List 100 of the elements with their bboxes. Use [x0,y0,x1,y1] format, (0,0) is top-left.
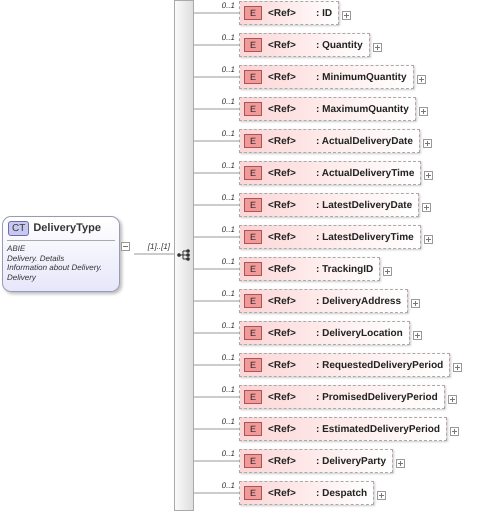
cardinality-label: 0..1 [222,289,235,298]
cardinality-label: 0..1 [222,161,235,170]
cardinality-label: 0..1 [222,129,235,138]
type-badge: CT [8,221,30,236]
element-badge: E [244,38,262,52]
element-badge: E [244,486,262,500]
description-text: Delivery. Details [6,254,66,263]
ref-label: <Ref> [268,8,297,18]
ref-label: <Ref> [268,104,297,114]
element-box [239,353,450,377]
element-box [239,449,394,473]
connector-line [194,44,240,46]
connector-line [194,204,240,206]
element-badge: E [244,358,262,372]
element-box [239,289,408,313]
element-box [239,481,374,505]
element-badge: E [244,166,262,180]
element-box [239,385,445,409]
cardinality-label: 0..1 [222,353,235,362]
connector-line [194,492,240,494]
type-name: DeliveryType [33,222,102,234]
ref-label: <Ref> [268,72,297,82]
cardinality-label: 0..1 [222,65,235,74]
type-box [2,216,120,292]
element-name: : DeliveryParty [316,456,388,466]
element-name: : DeliveryAddress [316,296,402,306]
cardinality-label: 0..1 [222,225,235,234]
ref-label: <Ref> [268,456,297,466]
cardinality-label: 0..1 [222,193,235,202]
cardinality-label: 0..1 [222,417,235,426]
element-box [239,225,421,249]
ref-label: <Ref> [268,136,297,146]
element-box [239,257,380,281]
element-badge: E [244,230,262,244]
element-name: : LatestDeliveryDate [316,200,414,210]
element-box [239,1,340,25]
element-box [239,97,416,121]
element-badge: E [244,294,262,308]
element-name: : MaximumQuantity [316,104,410,114]
cardinality-label: 0..1 [222,257,235,266]
element-badge: E [244,422,262,436]
ref-label: <Ref> [268,232,297,242]
element-badge: E [244,102,262,116]
element-name: : DeliveryLocation [316,328,404,338]
element-box [239,321,410,345]
element-name: : EstimatedDeliveryPeriod [316,424,441,434]
element-box [239,417,447,441]
element-name: : TrackingID [316,264,374,274]
element-name: : ActualDeliveryDate [316,136,414,146]
element-badge: E [244,326,262,340]
ref-label: <Ref> [268,296,297,306]
cardinality-label: 0..1 [222,385,235,394]
description-text: Information about Delivery. Delivery [6,263,104,282]
cardinality-label: 0..1 [222,33,235,42]
ref-label: <Ref> [268,264,297,274]
cardinality-label: 0..1 [222,449,235,458]
connector-line [194,332,240,334]
ref-label: <Ref> [268,168,297,178]
element-name: : Quantity [316,40,364,50]
ref-label: <Ref> [268,200,297,210]
connector-line [194,108,240,110]
element-name: : RequestedDeliveryPeriod [316,360,444,370]
element-box [239,129,420,153]
connector-line [194,140,240,142]
description-text: ABIE [6,244,26,254]
element-box [239,65,414,89]
element-badge: E [244,70,262,84]
connector-line [194,172,240,174]
cardinality-label: 0..1 [222,1,235,10]
connector-line [194,396,240,398]
ref-label: <Ref> [268,488,297,498]
connector-line [194,12,240,14]
element-box [239,33,370,57]
connector-line [194,268,240,270]
cardinality-label: 0..1 [222,321,235,330]
connector-line [194,460,240,462]
cardinality-label: 0..1 [222,481,235,490]
connector-line [194,76,240,78]
ref-label: <Ref> [268,360,297,370]
element-box [239,161,422,185]
element-badge: E [244,6,262,20]
element-badge: E [244,390,262,404]
connector-line [194,236,240,238]
cardinality-label: 0..1 [222,97,235,106]
connector-line [194,428,240,430]
element-name: : LatestDeliveryTime [316,232,415,242]
element-name: : MinimumQuantity [316,72,408,82]
connector-line [194,300,240,302]
sequence-bar [174,0,194,511]
ref-label: <Ref> [268,424,297,434]
ref-label: <Ref> [268,328,297,338]
connector-line [194,364,240,366]
element-name: : ActualDeliveryTime [316,168,416,178]
element-name: : Despatch [316,488,368,498]
element-box [239,193,420,217]
ref-label: <Ref> [268,40,297,50]
cardinality-label: [1]..[1] [148,242,170,251]
element-name: : ID [316,8,334,18]
element-badge: E [244,134,262,148]
element-badge: E [244,198,262,212]
